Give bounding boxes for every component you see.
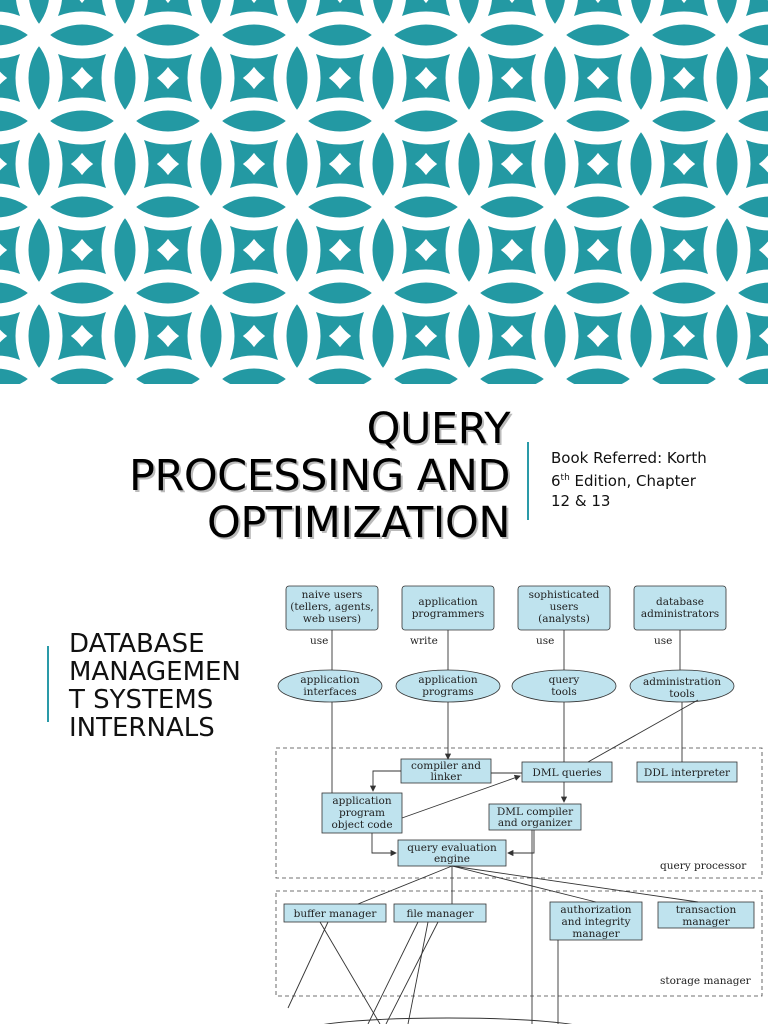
tool-ap-line2: programs <box>422 686 473 698</box>
tool-at-line2: tools <box>669 688 695 700</box>
box-ddl-interpreter: DDL interpreter <box>636 761 738 783</box>
tool-at-line1: administration <box>643 676 721 688</box>
user-dba-line1: database <box>656 596 704 608</box>
title-line-2: PROCESSING AND <box>129 451 510 501</box>
dbms-architecture-diagram: naive users (tellers, agents, web users)… <box>275 585 763 1024</box>
box-buffer-manager: buffer manager <box>283 903 387 923</box>
verb-use-3: use <box>654 635 672 647</box>
box-app-object-code: application program object code <box>321 792 403 834</box>
tool-query-tools: query tools <box>511 669 617 703</box>
storage-manager-region <box>275 890 763 997</box>
book-line-3: 12 & 13 <box>551 492 611 510</box>
verb-use-2: use <box>536 635 554 647</box>
user-naive-line2: (tellers, agents, <box>290 601 373 613</box>
box-transaction-manager: transaction manager <box>657 901 755 929</box>
user-box-dba: database administrators <box>633 585 727 631</box>
book-line-1: Book Referred: Korth <box>551 449 707 467</box>
tool-qt-line1: query <box>549 674 580 686</box>
auth-line1: authorization <box>560 904 631 916</box>
title-line-1: QUERY <box>366 404 511 454</box>
tool-ap-line1: application <box>418 674 477 686</box>
trans-line2: manager <box>682 916 730 928</box>
qee-line2: engine <box>434 853 470 865</box>
verb-write: write <box>410 635 438 647</box>
auth-line3: manager <box>572 928 620 940</box>
box-dml-queries: DML queries <box>521 761 613 783</box>
user-soph-line1: sophisticated <box>529 589 600 601</box>
title-line-3: OPTIMIZATION <box>207 498 511 548</box>
user-box-naive: naive users (tellers, agents, web users) <box>285 585 379 631</box>
subtitle-line-3: T SYSTEMS <box>69 685 214 715</box>
file-label: file manager <box>406 908 474 920</box>
user-naive-line1: naive users <box>302 589 363 601</box>
subtitle-line-4: INTERNALS <box>69 713 215 743</box>
box-dml-compiler: DML compiler and organizer <box>488 803 582 831</box>
book-edition-number: 6 <box>551 472 561 490</box>
compiler-line2: linker <box>430 771 462 783</box>
book-reference: Book Referred: Korth 6th Edition, Chapte… <box>551 448 761 511</box>
book-edition-text: Edition, Chapter <box>569 472 696 490</box>
accent-divider-left <box>47 646 49 722</box>
compiler-line1: compiler and <box>411 760 481 772</box>
tool-ai-line1: application <box>300 674 359 686</box>
user-naive-line3: web users) <box>303 613 361 625</box>
accent-divider <box>527 442 529 520</box>
book-line-2: 6th Edition, Chapter <box>551 468 761 491</box>
query-processor-label: query processor <box>660 860 747 872</box>
buffer-label: buffer manager <box>294 908 378 920</box>
appobj-line3: object code <box>331 819 392 831</box>
tool-qt-line2: tools <box>551 686 577 698</box>
box-authorization-manager: authorization and integrity manager <box>549 901 643 941</box>
dmlc-line2: and organizer <box>498 817 573 829</box>
box-compiler-linker: compiler and linker <box>400 758 492 784</box>
section-subtitle: DATABASE MANAGEMEN T SYSTEMS INTERNALS <box>69 630 279 742</box>
tool-application-interfaces: application interfaces <box>277 669 383 703</box>
user-box-sophisticated: sophisticated users (analysts) <box>517 585 611 631</box>
user-box-programmers: application programmers <box>401 585 495 631</box>
subtitle-line-2: MANAGEMEN <box>69 657 241 687</box>
tool-application-programs: application programs <box>395 669 501 703</box>
dml-queries-label: DML queries <box>532 767 601 779</box>
appobj-line2: program <box>339 807 385 819</box>
user-soph-line3: (analysts) <box>538 613 590 625</box>
user-prog-line1: application <box>418 596 477 608</box>
slide-title: QUERY PROCESSING AND OPTIMIZATION <box>60 406 510 547</box>
verb-use-1: use <box>310 635 328 647</box>
dmlc-line1: DML compiler <box>497 806 574 818</box>
storage-manager-label: storage manager <box>660 975 752 987</box>
tool-ai-line2: interfaces <box>303 686 356 698</box>
auth-line2: and integrity <box>562 916 631 928</box>
decorative-circle-pattern-banner <box>0 0 768 384</box>
tool-administration-tools: administration tools <box>629 669 735 703</box>
user-prog-line2: programmers <box>412 608 485 620</box>
book-edition-suffix: th <box>560 473 570 483</box>
subtitle-line-1: DATABASE <box>69 629 205 659</box>
trans-line1: transaction <box>676 904 737 916</box>
appobj-line1: application <box>332 795 391 807</box>
box-file-manager: file manager <box>393 903 487 923</box>
user-soph-line2: users <box>550 601 579 613</box>
qee-line1: query evaluation <box>407 842 497 854</box>
ddl-label: DDL interpreter <box>644 767 731 779</box>
user-dba-line2: administrators <box>641 608 719 620</box>
box-query-evaluation-engine: query evaluation engine <box>397 839 507 867</box>
